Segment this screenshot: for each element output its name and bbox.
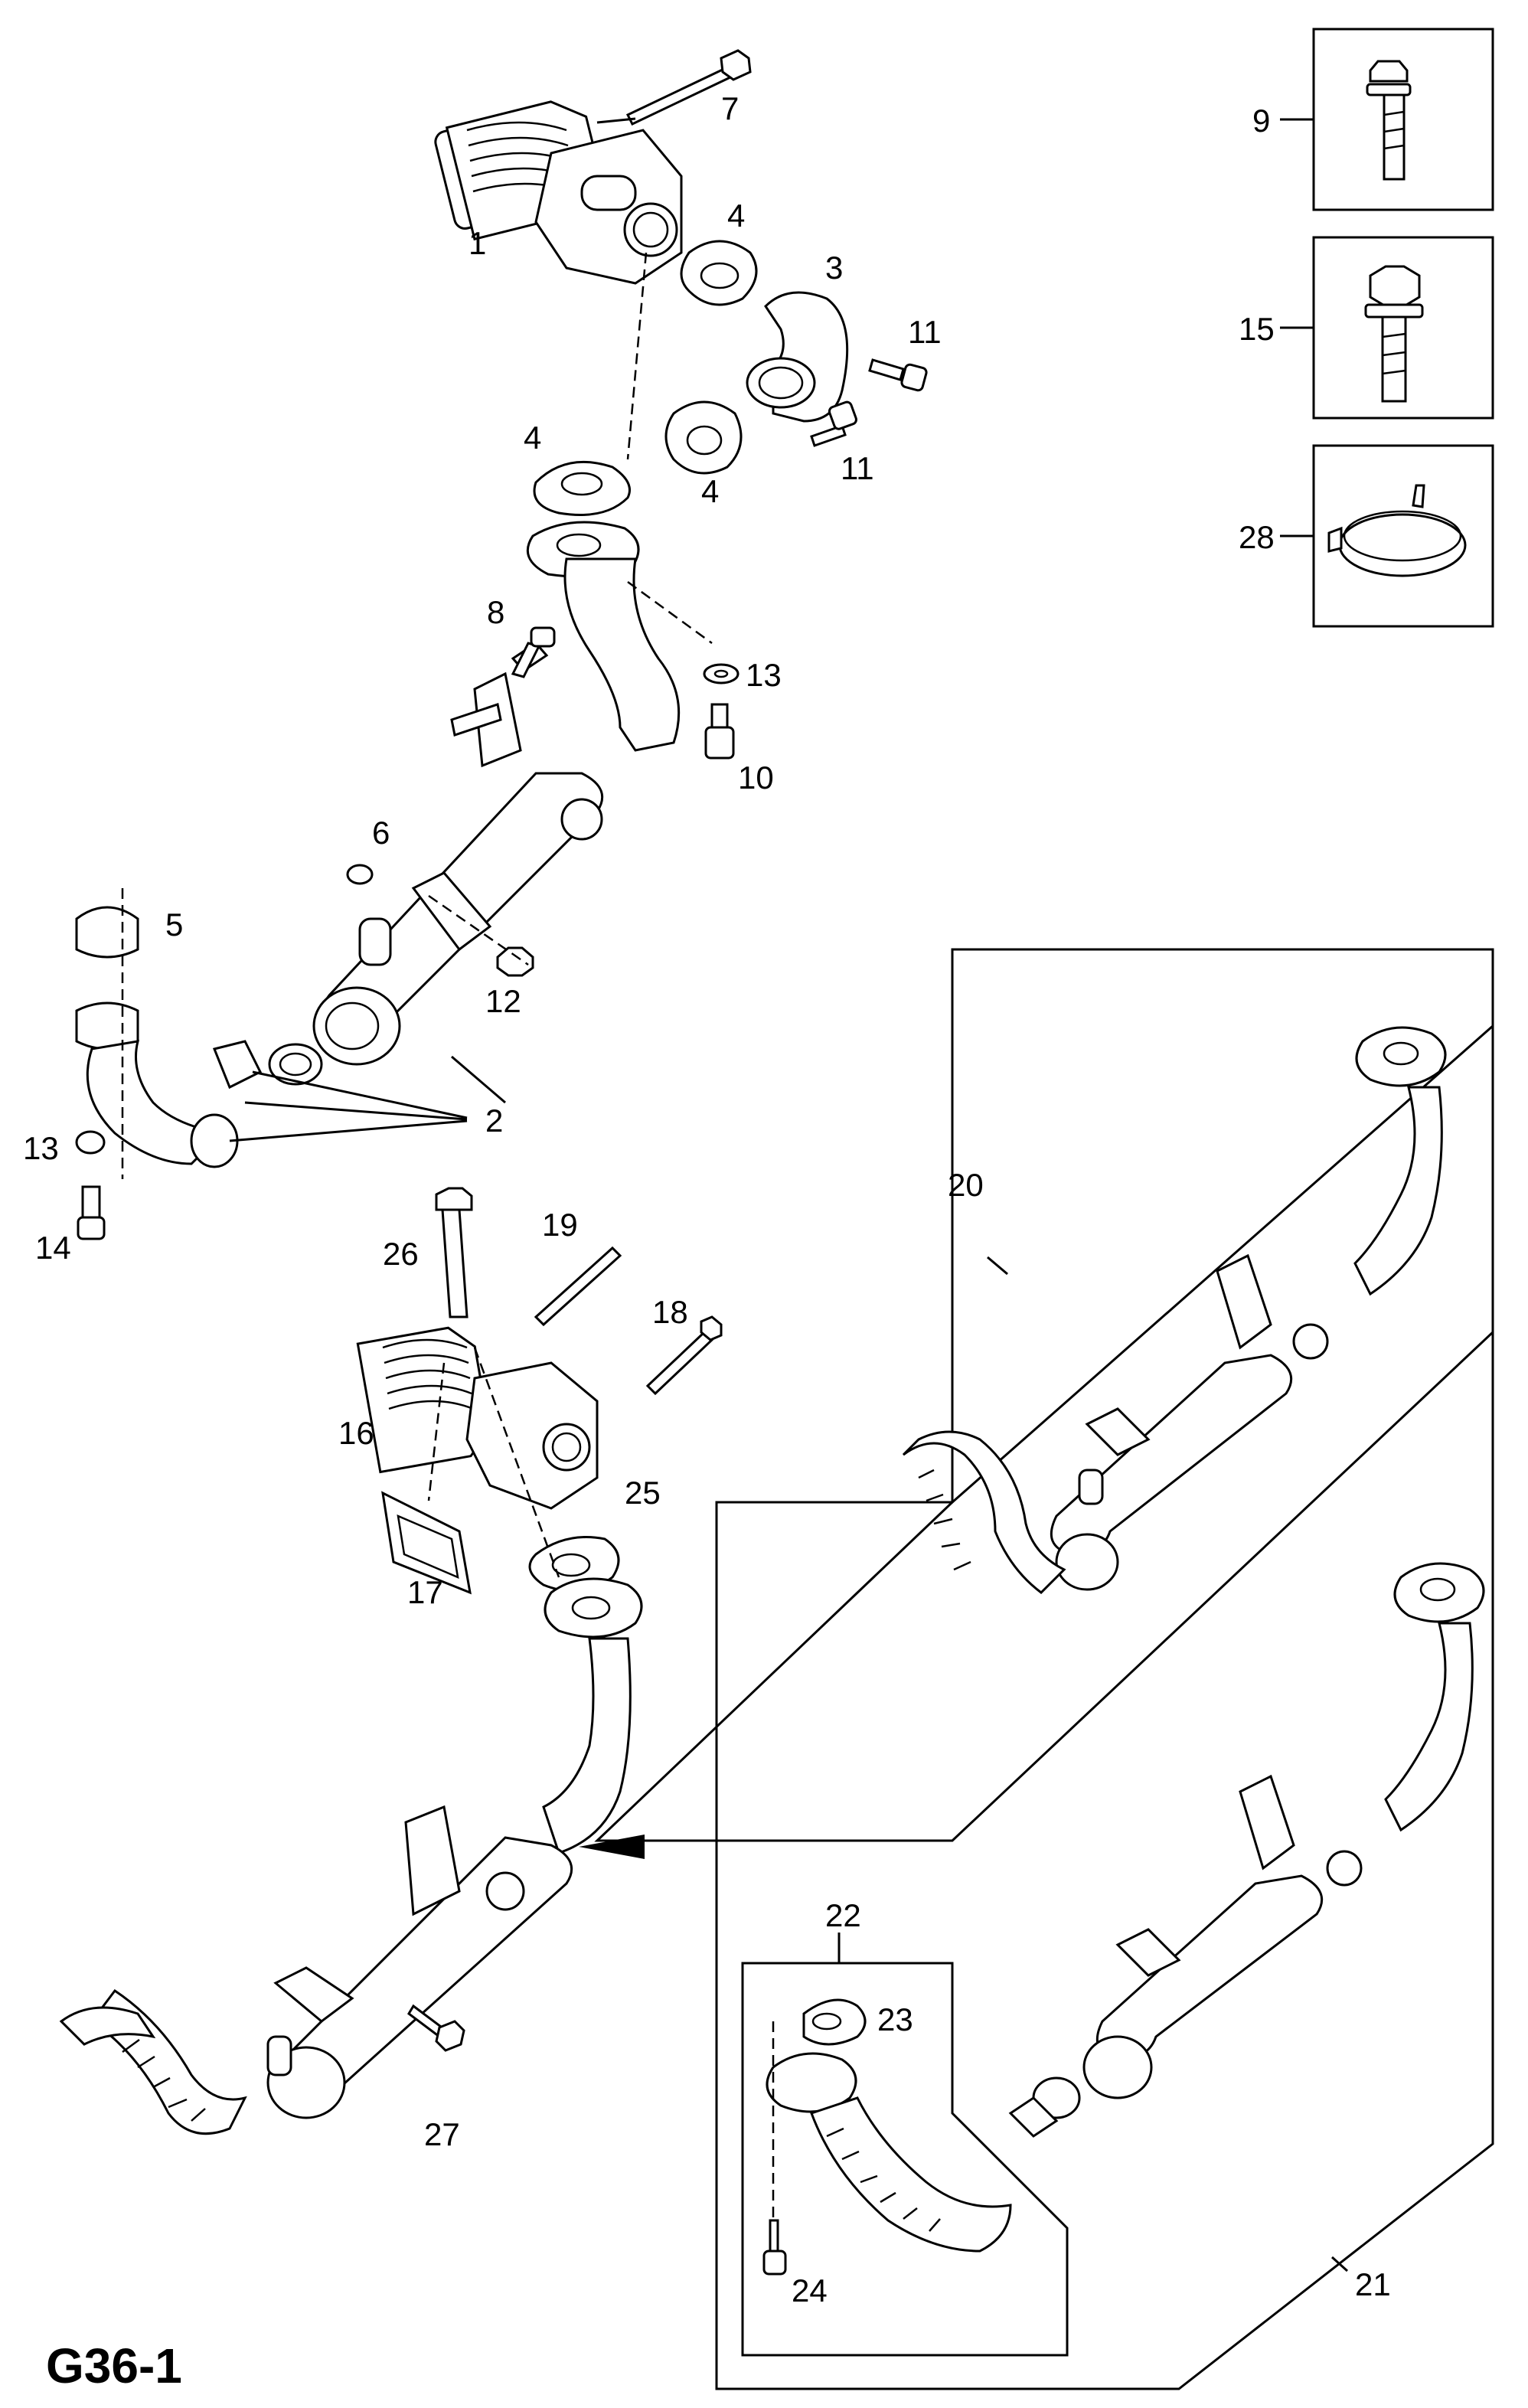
egr-valve-upper	[434, 100, 683, 285]
legend-box-9: 9	[1252, 28, 1494, 211]
callout-1: 1	[469, 225, 486, 261]
egr-cooler-lower	[266, 1577, 643, 2119]
hose-lower	[59, 1988, 247, 2135]
callout-20: 20	[948, 1167, 984, 1203]
callout-7: 7	[721, 90, 739, 126]
callout-4b: 4	[524, 420, 541, 456]
gasket-2	[212, 1040, 323, 1090]
callout-5: 5	[165, 907, 183, 943]
kit-22-frame	[741, 1962, 1069, 2357]
washer-13b	[75, 1130, 106, 1155]
callout-9: 9	[1252, 103, 1270, 139]
bolt-18	[645, 1315, 723, 1396]
gasket-17	[381, 1491, 472, 1595]
callout-16: 16	[338, 1415, 374, 1451]
legend-box-15: 15	[1239, 236, 1494, 420]
elbow-pipe-3	[746, 291, 849, 423]
hose-5	[75, 906, 239, 1168]
bolt-27	[407, 2004, 465, 2052]
kit-21-frame	[715, 1023, 1494, 2390]
callout-10: 10	[738, 760, 774, 796]
bolt-26	[435, 1187, 473, 1318]
callout-4c: 4	[701, 473, 719, 509]
callout-12: 12	[485, 983, 521, 1019]
callout-22: 22	[825, 1897, 861, 1933]
callout-11: 11	[908, 314, 942, 350]
washer-13a	[703, 663, 740, 684]
callout-8: 8	[487, 594, 504, 630]
callout-13: 13	[746, 657, 782, 693]
callout-4: 4	[727, 198, 745, 234]
callout-25: 25	[625, 1475, 661, 1511]
legend-box-28: 28	[1239, 444, 1494, 628]
egr-cooler-upper	[312, 521, 681, 1066]
callout-26: 26	[383, 1236, 419, 1272]
callout-15: 15	[1239, 311, 1275, 347]
egr-valve-lower	[356, 1326, 599, 1510]
callout-18: 18	[652, 1294, 688, 1330]
stud-19	[534, 1246, 622, 1327]
callout-17: 17	[407, 1574, 443, 1610]
washer-6	[346, 864, 374, 885]
callout-2: 2	[485, 1103, 503, 1139]
callout-23: 23	[877, 2001, 913, 2037]
flange-bolt-icon	[1366, 60, 1412, 181]
gasket-4a	[680, 240, 758, 306]
callout-3: 3	[825, 250, 843, 286]
callout-6: 6	[372, 815, 390, 851]
screw-14	[77, 1185, 106, 1240]
callout-14: 14	[35, 1230, 71, 1266]
hex-bolt-icon	[1364, 265, 1424, 403]
kit-20-cooler	[902, 1026, 1447, 1594]
callout-19: 19	[542, 1207, 578, 1243]
screw-11a	[868, 358, 928, 392]
callout-24: 24	[792, 2272, 828, 2308]
bolt-7	[596, 49, 752, 126]
callout-21: 21	[1355, 2266, 1391, 2302]
screw-10	[704, 703, 735, 760]
bolt-8	[511, 626, 556, 678]
page-code: G36-1	[46, 2338, 182, 2393]
gasket-25	[528, 1536, 620, 1593]
callout-13b: 13	[23, 1130, 59, 1166]
kit-21-cooler	[1008, 1562, 1485, 2138]
screw-11b	[810, 400, 857, 447]
hose-clamp-icon	[1327, 484, 1467, 577]
gasket-4b	[664, 400, 743, 475]
callout-28: 28	[1239, 519, 1275, 555]
callout-27: 27	[424, 2116, 460, 2152]
nut-12	[496, 946, 534, 977]
kit-20-frame	[579, 948, 1494, 1859]
gasket-4c	[533, 460, 631, 516]
callout-11b: 11	[841, 450, 874, 486]
kit-22-hose	[762, 1998, 1012, 2276]
